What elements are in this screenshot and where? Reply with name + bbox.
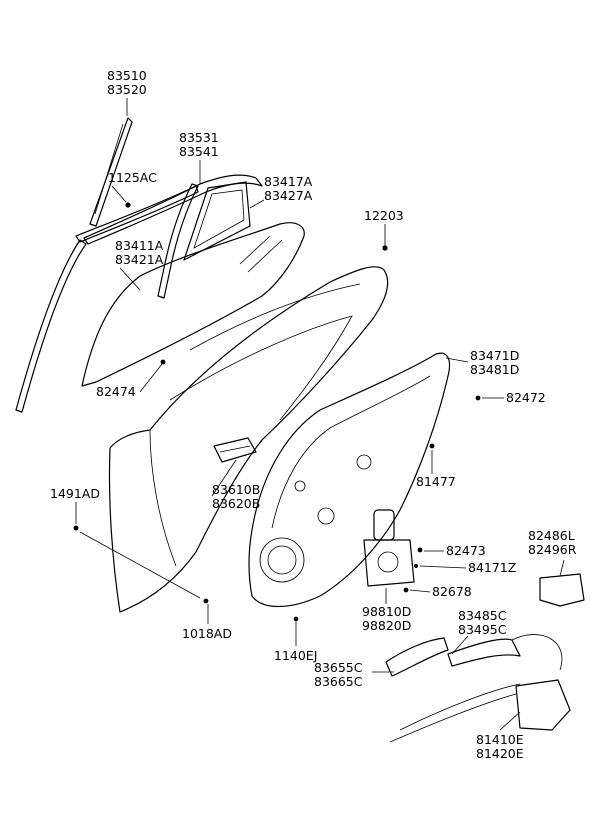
callout-98820d-label: 98820D	[362, 618, 411, 633]
inside-handle-part	[385, 637, 449, 677]
callout-83495c-label: 83495C	[458, 622, 507, 637]
screw-81477-icon	[429, 443, 435, 449]
callout-12203-label: 12203	[364, 208, 404, 223]
door-frame-part	[83, 174, 263, 299]
outer-belt-channel-part	[15, 185, 199, 413]
clip-82472-icon	[475, 395, 481, 401]
bolt-1125ac-icon	[125, 202, 131, 208]
door-glass-part	[81, 222, 305, 387]
door-module-panel-part	[248, 352, 451, 607]
callout-83411a-label: 83411A	[115, 238, 164, 253]
callout-82473-label: 82473	[446, 543, 486, 558]
clip-82473-icon	[417, 547, 423, 553]
clip-1491ad-icon	[73, 525, 79, 531]
regulator-motor-part	[363, 509, 415, 587]
callout-82496r-label: 82496R	[528, 542, 577, 557]
callout-83665c-label: 83665C	[314, 674, 363, 689]
callout-83427a-label: 83427A	[264, 188, 313, 203]
callout-81410e-label: 81410E	[476, 732, 524, 747]
callout-82474-label: 82474	[96, 384, 136, 399]
callout-1491ad-label: 1491AD	[50, 486, 100, 501]
callout-1140ej-label: 1140EJ	[274, 648, 317, 663]
callout-83485c-label: 83485C	[458, 608, 507, 623]
callout-83531-label: 83531	[179, 130, 219, 145]
callout-82678-label: 82678	[432, 584, 472, 599]
callout-98810d-label: 98810D	[362, 604, 411, 619]
bolt-1018ad-icon	[203, 598, 209, 604]
callout-83520-label: 83520	[107, 82, 147, 97]
door-latch-part	[389, 679, 571, 743]
callout-83481d-label: 83481D	[470, 362, 519, 377]
callout-83421a-label: 83421A	[115, 252, 164, 267]
callout-83417a-label: 83417A	[264, 174, 313, 189]
callout-84171z-label: 84171Z	[468, 560, 516, 575]
callout-82486l-label: 82486L	[528, 528, 575, 543]
callout-83610b-label: 83610B	[212, 482, 260, 497]
leader-lines	[75, 98, 565, 731]
callout-1125ac-label: 1125AC	[108, 170, 157, 185]
callout-82472-label: 82472	[506, 390, 546, 405]
callout-83620b-label: 83620B	[212, 496, 260, 511]
door-outer-panel-part	[108, 266, 389, 613]
quarter-glass-part	[183, 181, 251, 261]
bolt-12203-icon	[382, 245, 388, 251]
bolt-82678-icon	[403, 587, 409, 593]
callout-81420e-label: 81420E	[476, 746, 524, 761]
callout-83541-label: 83541	[179, 144, 219, 159]
clip-82474-icon	[160, 359, 166, 365]
door-parts-line-art	[15, 117, 585, 743]
latch-bracket-part	[539, 573, 585, 607]
glass-run-channel-part	[89, 117, 133, 227]
screw-1140ej-icon	[293, 616, 299, 622]
plug-84171z-icon	[414, 564, 418, 568]
callout-1018ad-label: 1018AD	[182, 626, 232, 641]
callout-83510-label: 83510	[107, 68, 147, 83]
callout-83655c-label: 83655C	[314, 660, 363, 675]
callout-81477-label: 81477	[416, 474, 456, 489]
callout-83471d-label: 83471D	[470, 348, 519, 363]
cable-part	[447, 634, 563, 671]
callout-labels: 83510 83520 83531 83541 1125AC 83417A 83…	[50, 68, 577, 761]
outside-handle-part	[213, 437, 257, 463]
